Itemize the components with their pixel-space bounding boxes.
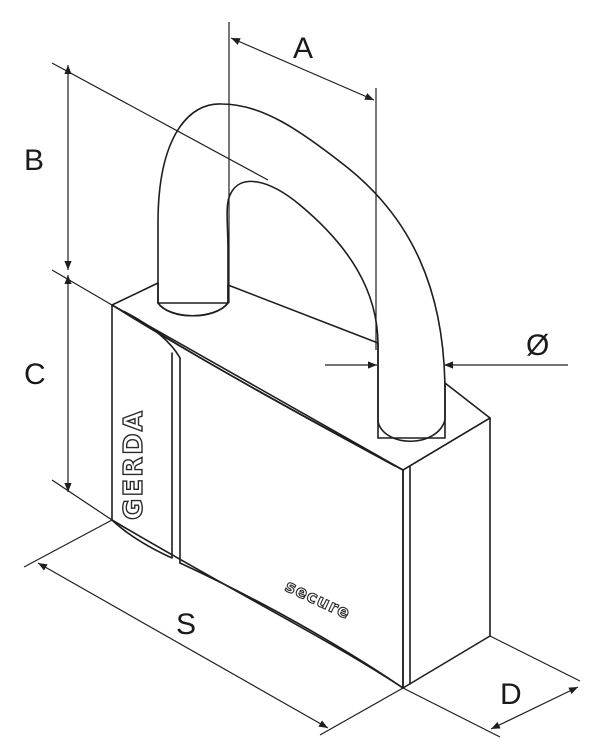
dimension-diameter: Ø: [325, 329, 568, 369]
label-b: B: [24, 144, 44, 177]
shackle: [157, 103, 446, 439]
dimension-c: C: [24, 275, 113, 521]
model-engraving: secure: [282, 576, 354, 624]
dimension-a: A: [228, 22, 377, 350]
label-s: S: [176, 608, 196, 641]
dimension-b: B: [24, 62, 269, 306]
brand-logo: GERDA: [119, 409, 149, 520]
label-d: D: [500, 678, 522, 711]
dimension-d: D: [402, 635, 581, 738]
label-c: C: [24, 358, 46, 391]
padlock-body: GERDA secure: [111, 282, 491, 689]
label-diameter: Ø: [526, 329, 549, 362]
label-a: A: [293, 32, 313, 65]
dimension-s: S: [23, 519, 404, 736]
